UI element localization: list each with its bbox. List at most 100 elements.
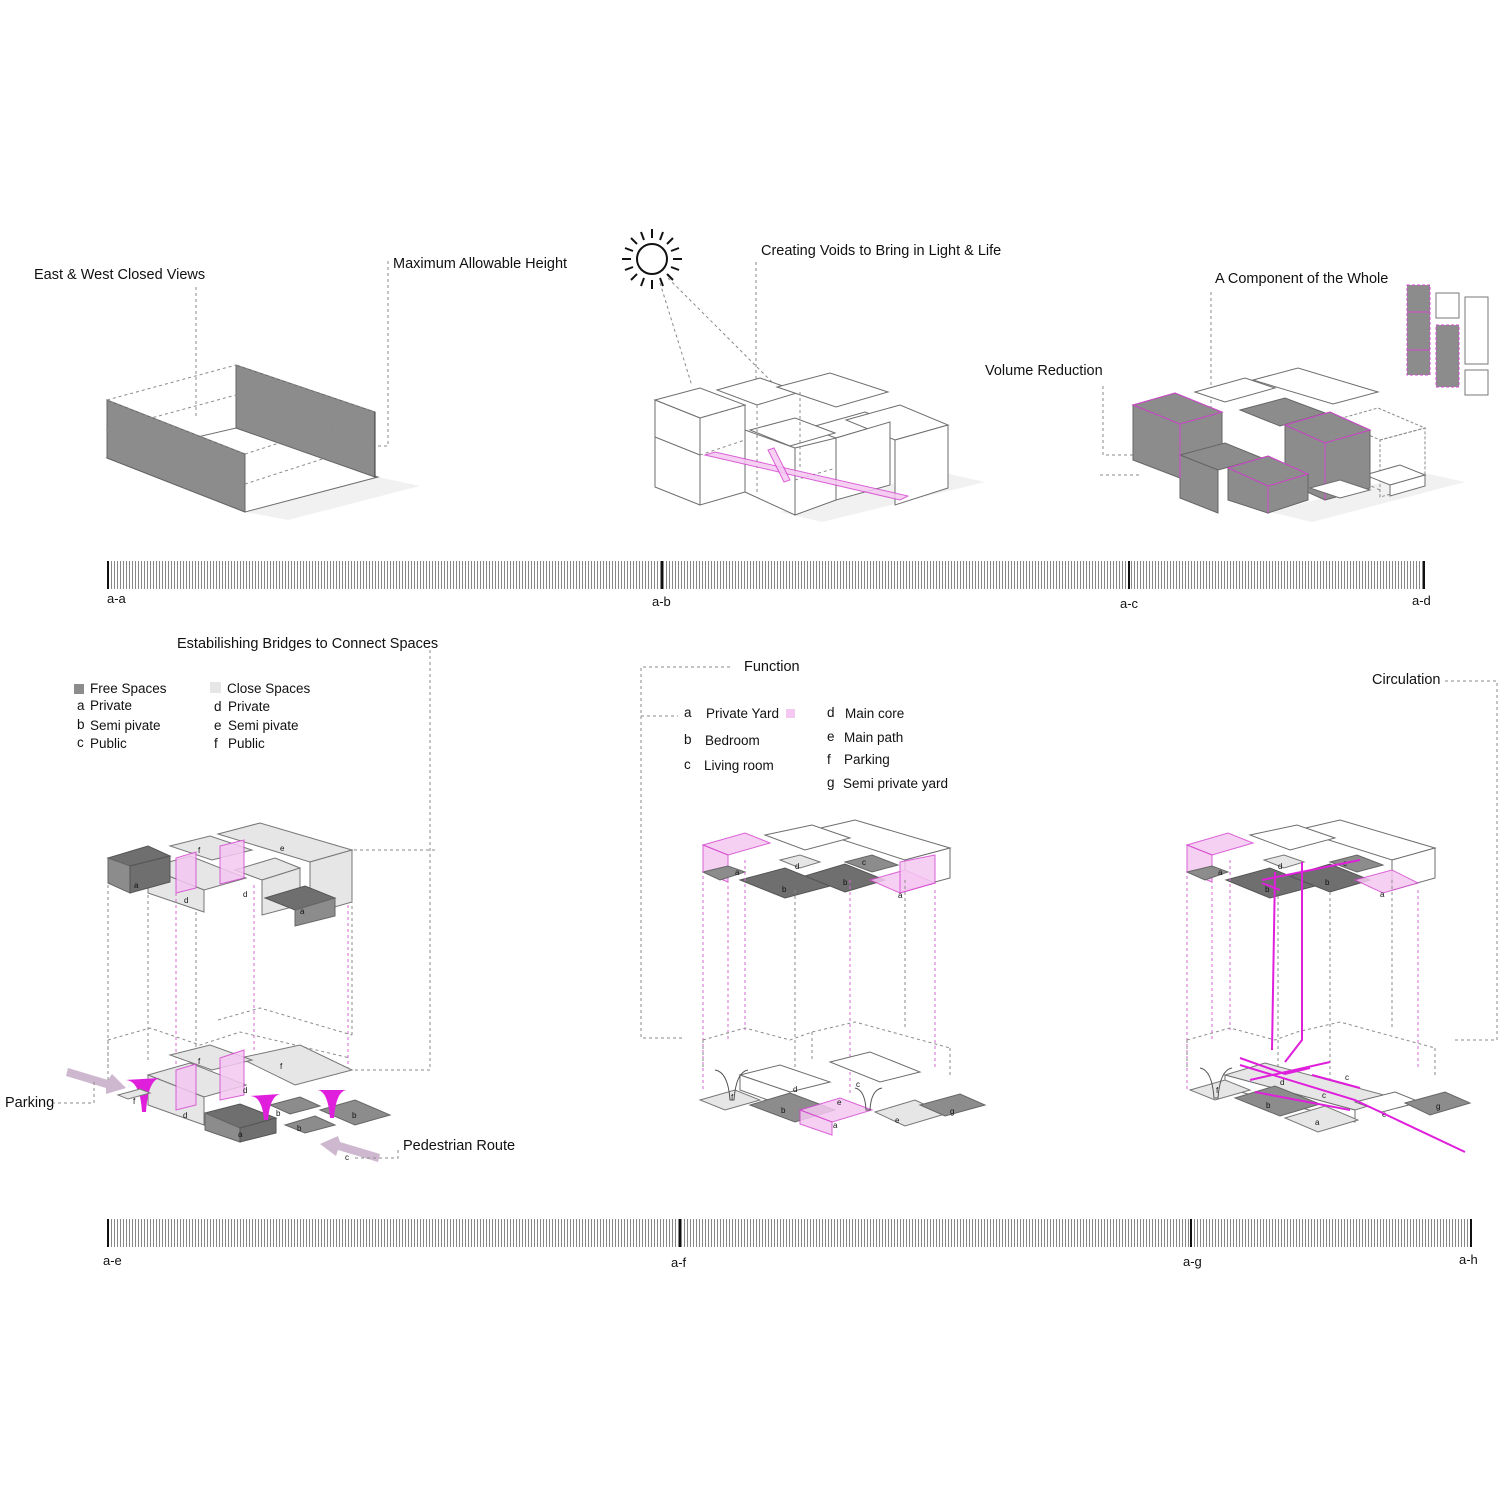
legend-letter: e	[827, 729, 835, 744]
label-a: a	[1380, 890, 1385, 899]
circulation-lower-floor: f d c c b a e g	[1186, 1021, 1472, 1133]
legend-letter: a	[684, 705, 692, 720]
vertical-projection	[1277, 880, 1393, 1095]
legend-letter: d	[214, 699, 222, 714]
leader-bridges	[320, 650, 435, 1071]
void-massing	[653, 372, 950, 516]
vertical-projection-pink	[702, 860, 936, 1095]
tick-label-a-e: a-e	[103, 1253, 122, 1268]
leader-volume	[1100, 386, 1140, 476]
label-a: a	[833, 1121, 838, 1130]
bridges-upper-floor: f e d d a a	[106, 822, 354, 927]
tick-label-a-a: a-a	[107, 591, 127, 606]
legend-item: Living room	[704, 758, 774, 773]
label-b: b	[1265, 885, 1270, 894]
legend-letter: b	[684, 732, 692, 747]
label-b: b	[352, 1111, 357, 1120]
label-f: f	[731, 1093, 734, 1102]
vertical-projection	[107, 885, 353, 1095]
scale-bar-bottom: a-e a-f a-g a-h	[103, 1219, 1478, 1270]
free-spaces-swatch	[74, 684, 84, 694]
legend-item: Public	[228, 736, 265, 751]
label-d: d	[183, 1111, 187, 1120]
label-f: f	[133, 1097, 136, 1106]
legend-letter: f	[827, 752, 831, 767]
legend-letter: b	[77, 717, 85, 732]
caption-function: Function	[744, 659, 800, 675]
label-b: b	[843, 878, 848, 887]
label-c: c	[1322, 1091, 1326, 1100]
legend-close: Close Spaces	[227, 681, 311, 696]
private-yard-swatch	[786, 709, 795, 718]
tick-label-a-h: a-h	[1459, 1252, 1478, 1267]
leader-function	[640, 666, 730, 1039]
label-c: c	[856, 1080, 860, 1089]
caption-east-west: East & West Closed Views	[34, 267, 205, 283]
label-a: a	[1315, 1118, 1320, 1127]
circulation-upper-floor: a b b d c a	[1185, 819, 1437, 899]
caption-component: A Component of the Whole	[1215, 271, 1388, 287]
label-b: b	[297, 1124, 302, 1133]
legend-item: Main core	[845, 706, 904, 721]
vertical-projection	[794, 880, 906, 1095]
tick-label-a-b: a-b	[652, 594, 671, 609]
legend-letter: f	[214, 736, 218, 751]
leader-parking	[52, 1082, 95, 1104]
label-d: d	[243, 890, 247, 899]
bridges-lower-floor: f f d d f a b b b c	[107, 1007, 392, 1162]
label-c: c	[862, 858, 866, 867]
caption-bridges: Estabilishing Bridges to Connect Spaces	[177, 636, 438, 652]
legend-item: Semi pivate	[90, 718, 161, 733]
label-a: a	[300, 907, 305, 916]
vertical-projection-pink	[1186, 860, 1419, 1090]
sun-rays	[659, 277, 773, 387]
label-g: g	[950, 1107, 954, 1116]
component-plans	[1406, 284, 1489, 396]
caption-circulation: Circulation	[1372, 672, 1441, 688]
label-d: d	[793, 1085, 797, 1094]
parking-arrow-icon	[66, 1068, 126, 1094]
legend-function: a Private Yard b Bedroom c Living room d…	[684, 705, 948, 791]
caption-pedestrian: Pedestrian Route	[403, 1138, 515, 1154]
pedestrian-arrow-icon	[320, 1136, 380, 1162]
legend-item: Private Yard	[706, 706, 779, 721]
legend-item: Semi private yard	[843, 776, 948, 791]
legend-letter: e	[214, 718, 222, 733]
function-upper-floor: a b b d c a	[701, 819, 952, 900]
leader-max-height	[378, 261, 389, 447]
label-e: e	[280, 844, 285, 853]
caption-parking: Parking	[5, 1095, 54, 1111]
legend-item: Parking	[844, 752, 890, 767]
legend-item: Private	[90, 698, 132, 713]
label-a: a	[898, 891, 903, 900]
label-c: c	[345, 1153, 349, 1162]
panel-function: Function a Private Yard b Bedroom c Livi…	[640, 659, 987, 1136]
label-e: e	[895, 1116, 900, 1125]
label-g: g	[1436, 1102, 1440, 1111]
label-b: b	[781, 1106, 786, 1115]
caption-max-height: Maximum Allowable Height	[393, 256, 567, 272]
close-spaces-swatch	[210, 682, 221, 693]
ground-shadow	[245, 477, 420, 520]
tick-label-a-c: a-c	[1120, 596, 1139, 611]
scale-bar-top: a-a a-b a-c a-d	[107, 561, 1431, 611]
label-d: d	[1278, 862, 1282, 871]
leader-circulation	[1445, 680, 1498, 1041]
panel-volume-reduction: A Component of the Whole Volume Reductio…	[985, 271, 1489, 522]
panel-bridges: Estabilishing Bridges to Connect Spaces …	[5, 636, 515, 1162]
panel-closed-views: East & West Closed Views Maximum Allowab…	[34, 256, 567, 520]
label-f: f	[198, 1057, 201, 1066]
label-d: d	[795, 862, 799, 871]
label-a: a	[1218, 868, 1223, 877]
label-d: d	[243, 1086, 247, 1095]
legend-item: Private	[228, 699, 270, 714]
label-e: e	[837, 1098, 842, 1107]
caption-voids: Creating Voids to Bring in Light & Life	[761, 243, 1001, 259]
label-f: f	[198, 846, 201, 855]
legend-item: Public	[90, 736, 127, 751]
legend-item: Bedroom	[705, 733, 760, 748]
label-d: d	[184, 896, 188, 905]
label-a: a	[134, 881, 139, 890]
label-f: f	[280, 1062, 283, 1071]
legend-letter: c	[77, 735, 84, 750]
